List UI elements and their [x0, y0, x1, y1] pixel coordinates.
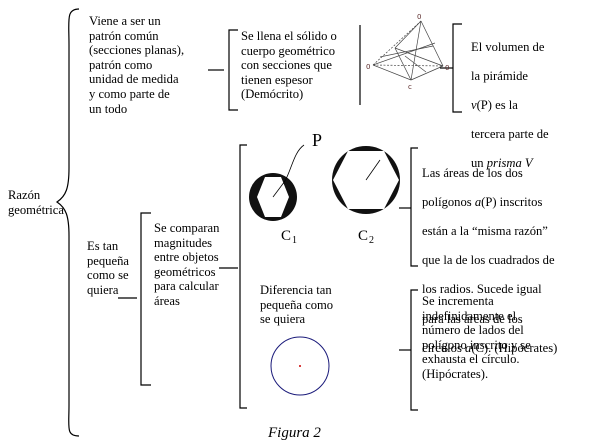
- pyramid-figure: [372, 20, 444, 81]
- volume-text: El volumen de la pirámide v(P) es la ter…: [471, 39, 549, 171]
- exhaust-circle-figure: [270, 336, 330, 396]
- main-brace: [55, 8, 80, 437]
- compare-text: Se comparan magnitudes entre objetos geo…: [154, 221, 220, 308]
- label-p: P: [312, 130, 323, 150]
- branch-lower-text: Es tan pequeña como se quiera: [87, 239, 129, 297]
- branch-upper-text: Viene a ser un patrón común (secciones p…: [89, 14, 185, 116]
- pyramid-label-bottom: c: [408, 83, 412, 91]
- bracket-volume: [452, 23, 462, 113]
- democrito-text: Se llena el sólido o cuerpo geométrico c…: [241, 29, 337, 102]
- exhaust-text: Se incrementa indefinidamente el número …: [422, 294, 531, 381]
- bracket-circles: [239, 144, 247, 409]
- bracket-areas: [410, 147, 418, 267]
- difference-text: Diferencia tan pequeña como se quiera: [260, 283, 334, 327]
- pyramid-label-top: 0: [417, 13, 421, 21]
- bracket-exhaust: [410, 289, 418, 411]
- circle-c2-figure: [332, 146, 400, 214]
- pyramid-label-left: 0: [366, 63, 370, 71]
- pyramid-label-right: 0: [445, 64, 449, 72]
- circle-c1-figure: [249, 144, 305, 221]
- label-c1: C1: [281, 228, 298, 246]
- root-label: Razón geométrica: [8, 188, 64, 217]
- bracket-compare: [140, 212, 151, 386]
- bracket-democrito: [228, 29, 238, 111]
- label-c2: C2: [358, 228, 375, 246]
- figure-caption: Figura 2: [268, 425, 321, 441]
- areas-text: Las áreas de los dos polígonos a(P) insc…: [422, 165, 558, 355]
